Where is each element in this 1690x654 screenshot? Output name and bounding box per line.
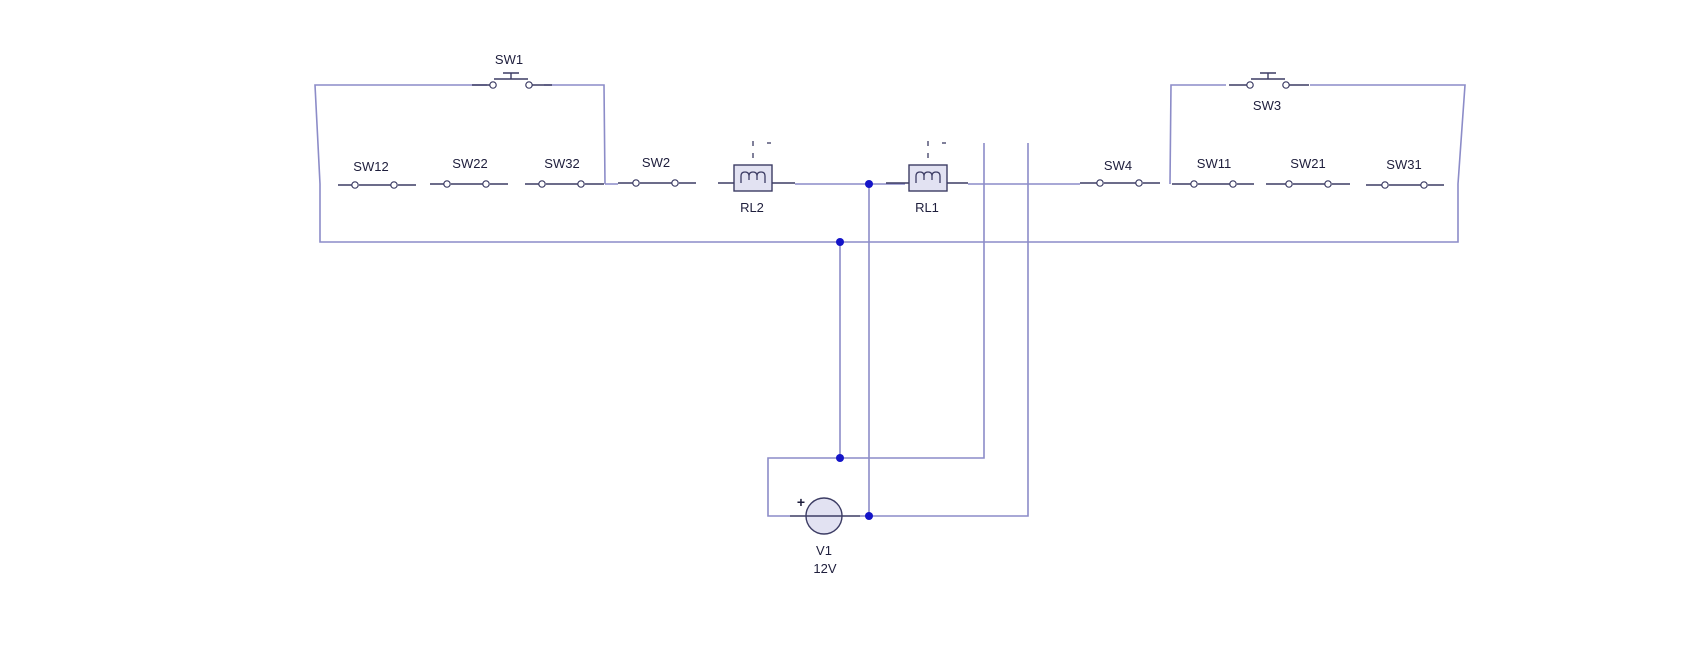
sw21-label: SW21 [1290,156,1325,171]
switch-sw22[interactable]: SW22 [430,156,508,188]
sw3-label: SW3 [1253,98,1281,113]
sw31-label: SW31 [1386,157,1421,172]
v1-value: 12V [813,561,836,576]
wires [314,84,1466,517]
wire-left-bottom-rail [319,184,840,243]
v1-polarity: + [797,494,805,510]
switch-sw4[interactable]: SW4 [1080,158,1160,187]
junctions [836,180,873,520]
sw11-label: SW11 [1197,156,1231,171]
switch-sw2[interactable]: SW2 [618,155,696,187]
junction-dot [865,512,873,520]
sw1-label: SW1 [495,52,523,67]
junction-dot [865,180,873,188]
relay-rl2[interactable]: RL2 [718,141,795,215]
sw4-label: SW4 [1104,158,1132,173]
sw2-label: SW2 [642,155,670,170]
v1-label: V1 [816,543,832,558]
sw32-label: SW32 [544,156,579,171]
switch-sw11[interactable]: SW11 [1172,156,1254,188]
wire-relay-contact-2 [869,143,1029,517]
rl1-label: RL1 [915,200,939,215]
switch-sw32[interactable]: SW32 [525,156,604,188]
relay-coil-icon [733,164,773,192]
wire-supply-loop [767,457,840,517]
switch-sw3[interactable]: SW3 [1229,72,1309,113]
junction-dot [836,238,844,246]
junction-dot [836,454,844,462]
switch-sw1[interactable]: SW1 [472,52,552,89]
sw22-label: SW22 [452,156,487,171]
relay-coil-icon [908,164,948,192]
switch-sw31[interactable]: SW31 [1366,157,1444,189]
wire-relay-contact-1 [840,143,985,459]
sw12-label: SW12 [353,159,388,174]
wire-right-bottom-rail [840,184,1459,243]
rl2-label: RL2 [740,200,764,215]
voltage-source-v1[interactable]: + V1 12V [790,494,860,576]
wire-right-bypass-loop [1169,84,1466,185]
relay-rl1[interactable]: RL1 [886,141,968,215]
switch-sw12[interactable]: SW12 [338,159,416,189]
switch-sw21[interactable]: SW21 [1266,156,1350,188]
wire-left-bypass-loop [314,84,606,185]
